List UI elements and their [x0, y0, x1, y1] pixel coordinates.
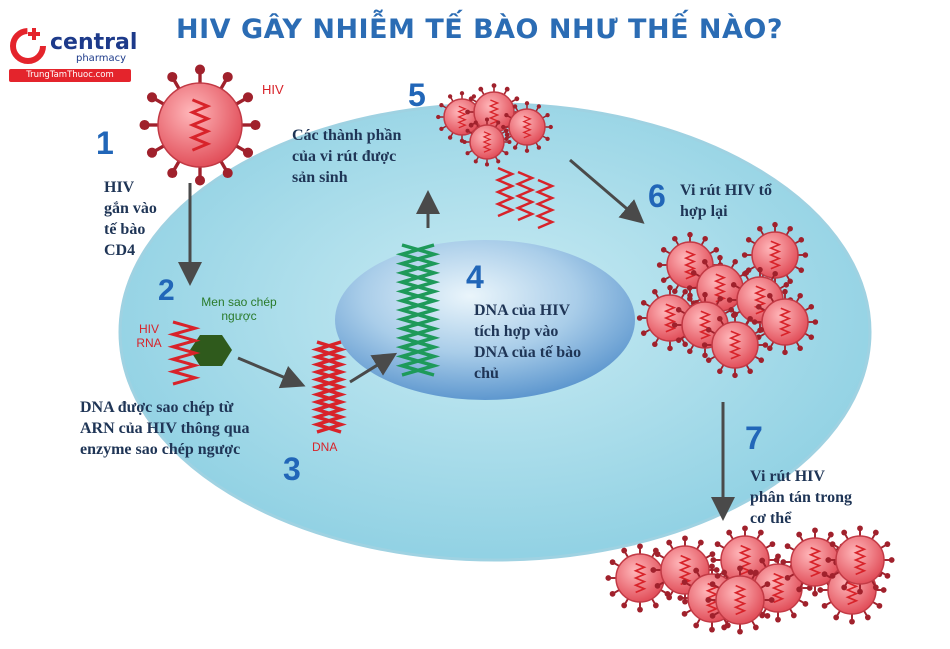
- step-7-line: cơ thể: [750, 510, 792, 527]
- step-7-number: 7: [745, 420, 763, 456]
- enzyme-label: Men sao chép ngược: [197, 295, 281, 323]
- viral-rna-fragment: [514, 170, 536, 222]
- step-7-line: Vi rút HIV: [750, 468, 825, 485]
- dna-label: DNA: [312, 440, 338, 454]
- step-4-line: DNA của HIV: [474, 302, 571, 319]
- rna-label-line1: HIV: [138, 322, 159, 336]
- step-2-line: enzyme sao chép ngược: [80, 441, 241, 458]
- rna-label-line2: RNA: [136, 336, 162, 350]
- step-6-line: Vi rút HIV tổ: [680, 182, 772, 199]
- logo-website: TrungTamThuoc.com: [9, 69, 131, 82]
- step-2-number: 2: [158, 274, 175, 307]
- step-6-description: Vi rút HIV tổ hợp lại: [680, 180, 772, 222]
- step-1-line: HIV: [104, 179, 135, 196]
- logo-icon: [10, 28, 46, 64]
- step-7-line: phân tán trong: [750, 489, 852, 506]
- step-2-line: ARN của HIV thông qua: [80, 420, 250, 437]
- reverse-transcriptase-enzyme: [190, 335, 232, 366]
- step-5-line: Các thành phần: [292, 127, 402, 144]
- page-title: HIV GÂY NHIỄM TẾ BÀO NHƯ THẾ NÀO?: [176, 14, 784, 45]
- rna-label: HIV RNA: [134, 322, 164, 350]
- integrated-host-dna: [395, 243, 441, 377]
- enzyme-label-line2: ngược: [221, 309, 257, 323]
- hiv-rna-strand: [167, 320, 201, 386]
- viral-rna-fragment: [534, 178, 556, 230]
- hiv-virus: [751, 288, 819, 356]
- logo-name: central: [50, 30, 138, 55]
- step-4-line: chủ: [474, 365, 499, 382]
- step-2-line: DNA được sao chép từ: [80, 399, 234, 416]
- step-1-line: tế bào: [104, 221, 146, 238]
- enzyme-label-line1: Men sao chép: [201, 295, 277, 309]
- step-4-line: tích hợp vào: [474, 323, 559, 340]
- hiv-virus: [705, 565, 775, 635]
- virus-label: HIV: [262, 82, 284, 97]
- step-5-description: Các thành phần của vi rút được sản sinh: [292, 125, 401, 188]
- hiv-virus: [701, 311, 769, 379]
- step-6-line: hợp lại: [680, 203, 728, 220]
- hiv-virus: [501, 101, 553, 153]
- step-5-line: của vi rút được: [292, 148, 397, 165]
- step-1-description: HIV gắn vào tế bào CD4: [104, 177, 157, 261]
- step-1-line: gắn vào: [104, 200, 157, 217]
- central-pharmacy-logo: [8, 26, 138, 86]
- step-5-number: 5: [408, 77, 426, 113]
- step-4-line: DNA của tế bào: [474, 344, 582, 361]
- arrow-step2-to-step3: [237, 356, 306, 389]
- hiv-virus: [139, 64, 261, 186]
- step-4-number: 4: [466, 259, 484, 295]
- step-1-line: CD4: [104, 242, 136, 259]
- hiv-virus: [825, 525, 895, 595]
- step-1-number: 1: [96, 125, 114, 161]
- step-7-description: Vi rút HIV phân tán trong cơ thể: [750, 466, 852, 529]
- viral-dna-strand: [311, 340, 347, 434]
- step-2-description: DNA được sao chép từ ARN của HIV thông q…: [80, 397, 250, 460]
- step-4-description: DNA của HIV tích hợp vào DNA của tế bào …: [474, 300, 581, 384]
- hiv-virus: [462, 117, 512, 167]
- hiv-virus: [656, 231, 724, 299]
- viral-rna-fragment: [494, 166, 516, 218]
- arrow-step5-to-step6: [569, 158, 645, 224]
- step-3-number: 3: [283, 451, 301, 487]
- step-6-number: 6: [648, 178, 666, 214]
- arrow-step3-to-step4: [349, 352, 398, 384]
- step-5-line: sản sinh: [292, 169, 348, 186]
- logo-subtitle: pharmacy: [76, 53, 127, 64]
